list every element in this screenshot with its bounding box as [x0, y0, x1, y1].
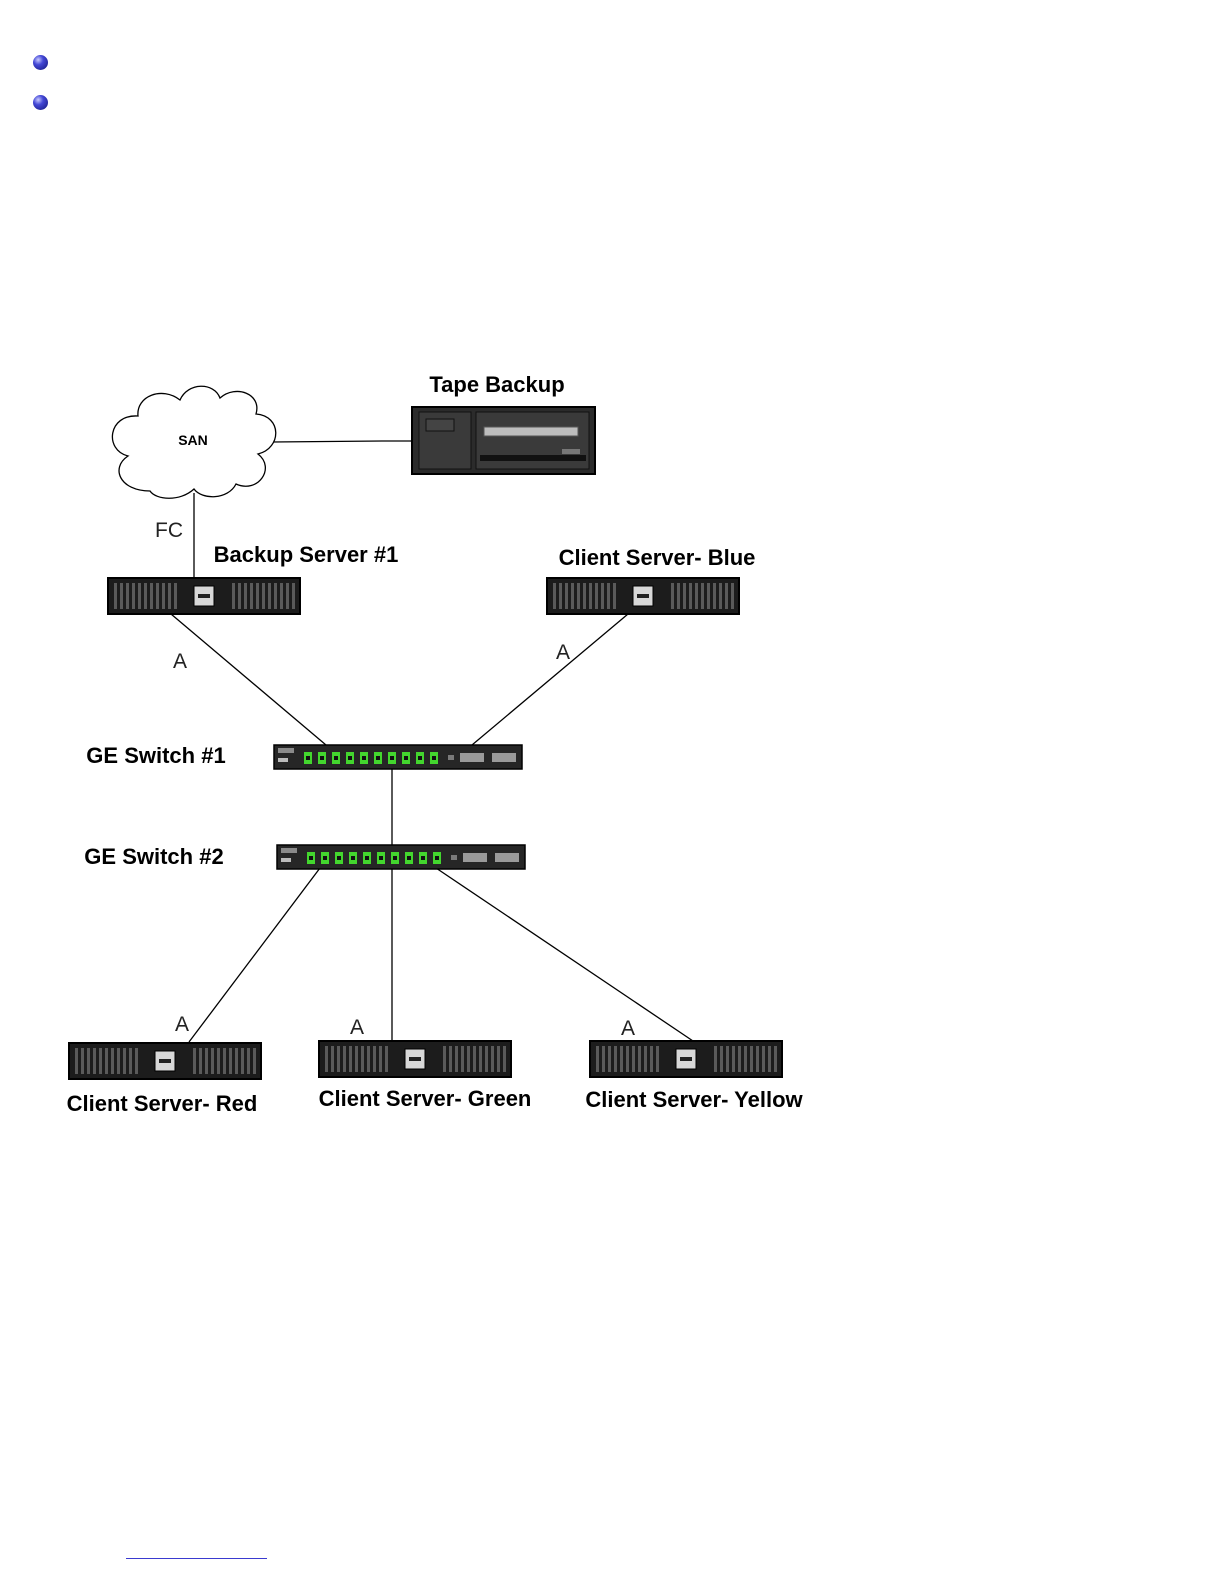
- client-blue-label: Client Server- Blue: [559, 545, 756, 570]
- link-a-label: A: [556, 641, 570, 664]
- client-red-label: Client Server- Red: [67, 1091, 258, 1116]
- ge-switch-1-icon: [274, 745, 522, 769]
- backup-switch1-link: [171, 614, 326, 745]
- link-underline[interactable]: [126, 1558, 267, 1559]
- tape-backup-icon: [412, 407, 595, 474]
- client-yellow-server-icon: [590, 1041, 782, 1077]
- san-label: SAN: [178, 432, 208, 448]
- client-yellow-label: Client Server- Yellow: [585, 1087, 803, 1112]
- link-a-label: A: [175, 1013, 189, 1036]
- link-a-label: A: [350, 1016, 364, 1039]
- client-blue-server-icon: [547, 578, 739, 614]
- link-a-label: A: [621, 1017, 635, 1040]
- san-tape-link: [272, 441, 385, 442]
- switch2-red-link: [189, 868, 320, 1042]
- ge-switch-2-label: GE Switch #2: [84, 844, 223, 869]
- blue-switch1-link: [472, 614, 628, 745]
- link-a-label: A: [173, 650, 187, 673]
- ge-switch-2-icon: [277, 845, 525, 869]
- tape-backup-label: Tape Backup: [429, 372, 564, 397]
- switch2-yellow-link: [436, 868, 693, 1041]
- backup-server-icon: [108, 578, 300, 614]
- ge-switch-1-label: GE Switch #1: [86, 743, 225, 768]
- backup-server-label: Backup Server #1: [214, 542, 399, 567]
- client-green-label: Client Server- Green: [319, 1086, 532, 1111]
- client-red-server-icon: [69, 1043, 261, 1079]
- client-green-server-icon: [319, 1041, 511, 1077]
- fc-link-label: FC: [155, 519, 183, 542]
